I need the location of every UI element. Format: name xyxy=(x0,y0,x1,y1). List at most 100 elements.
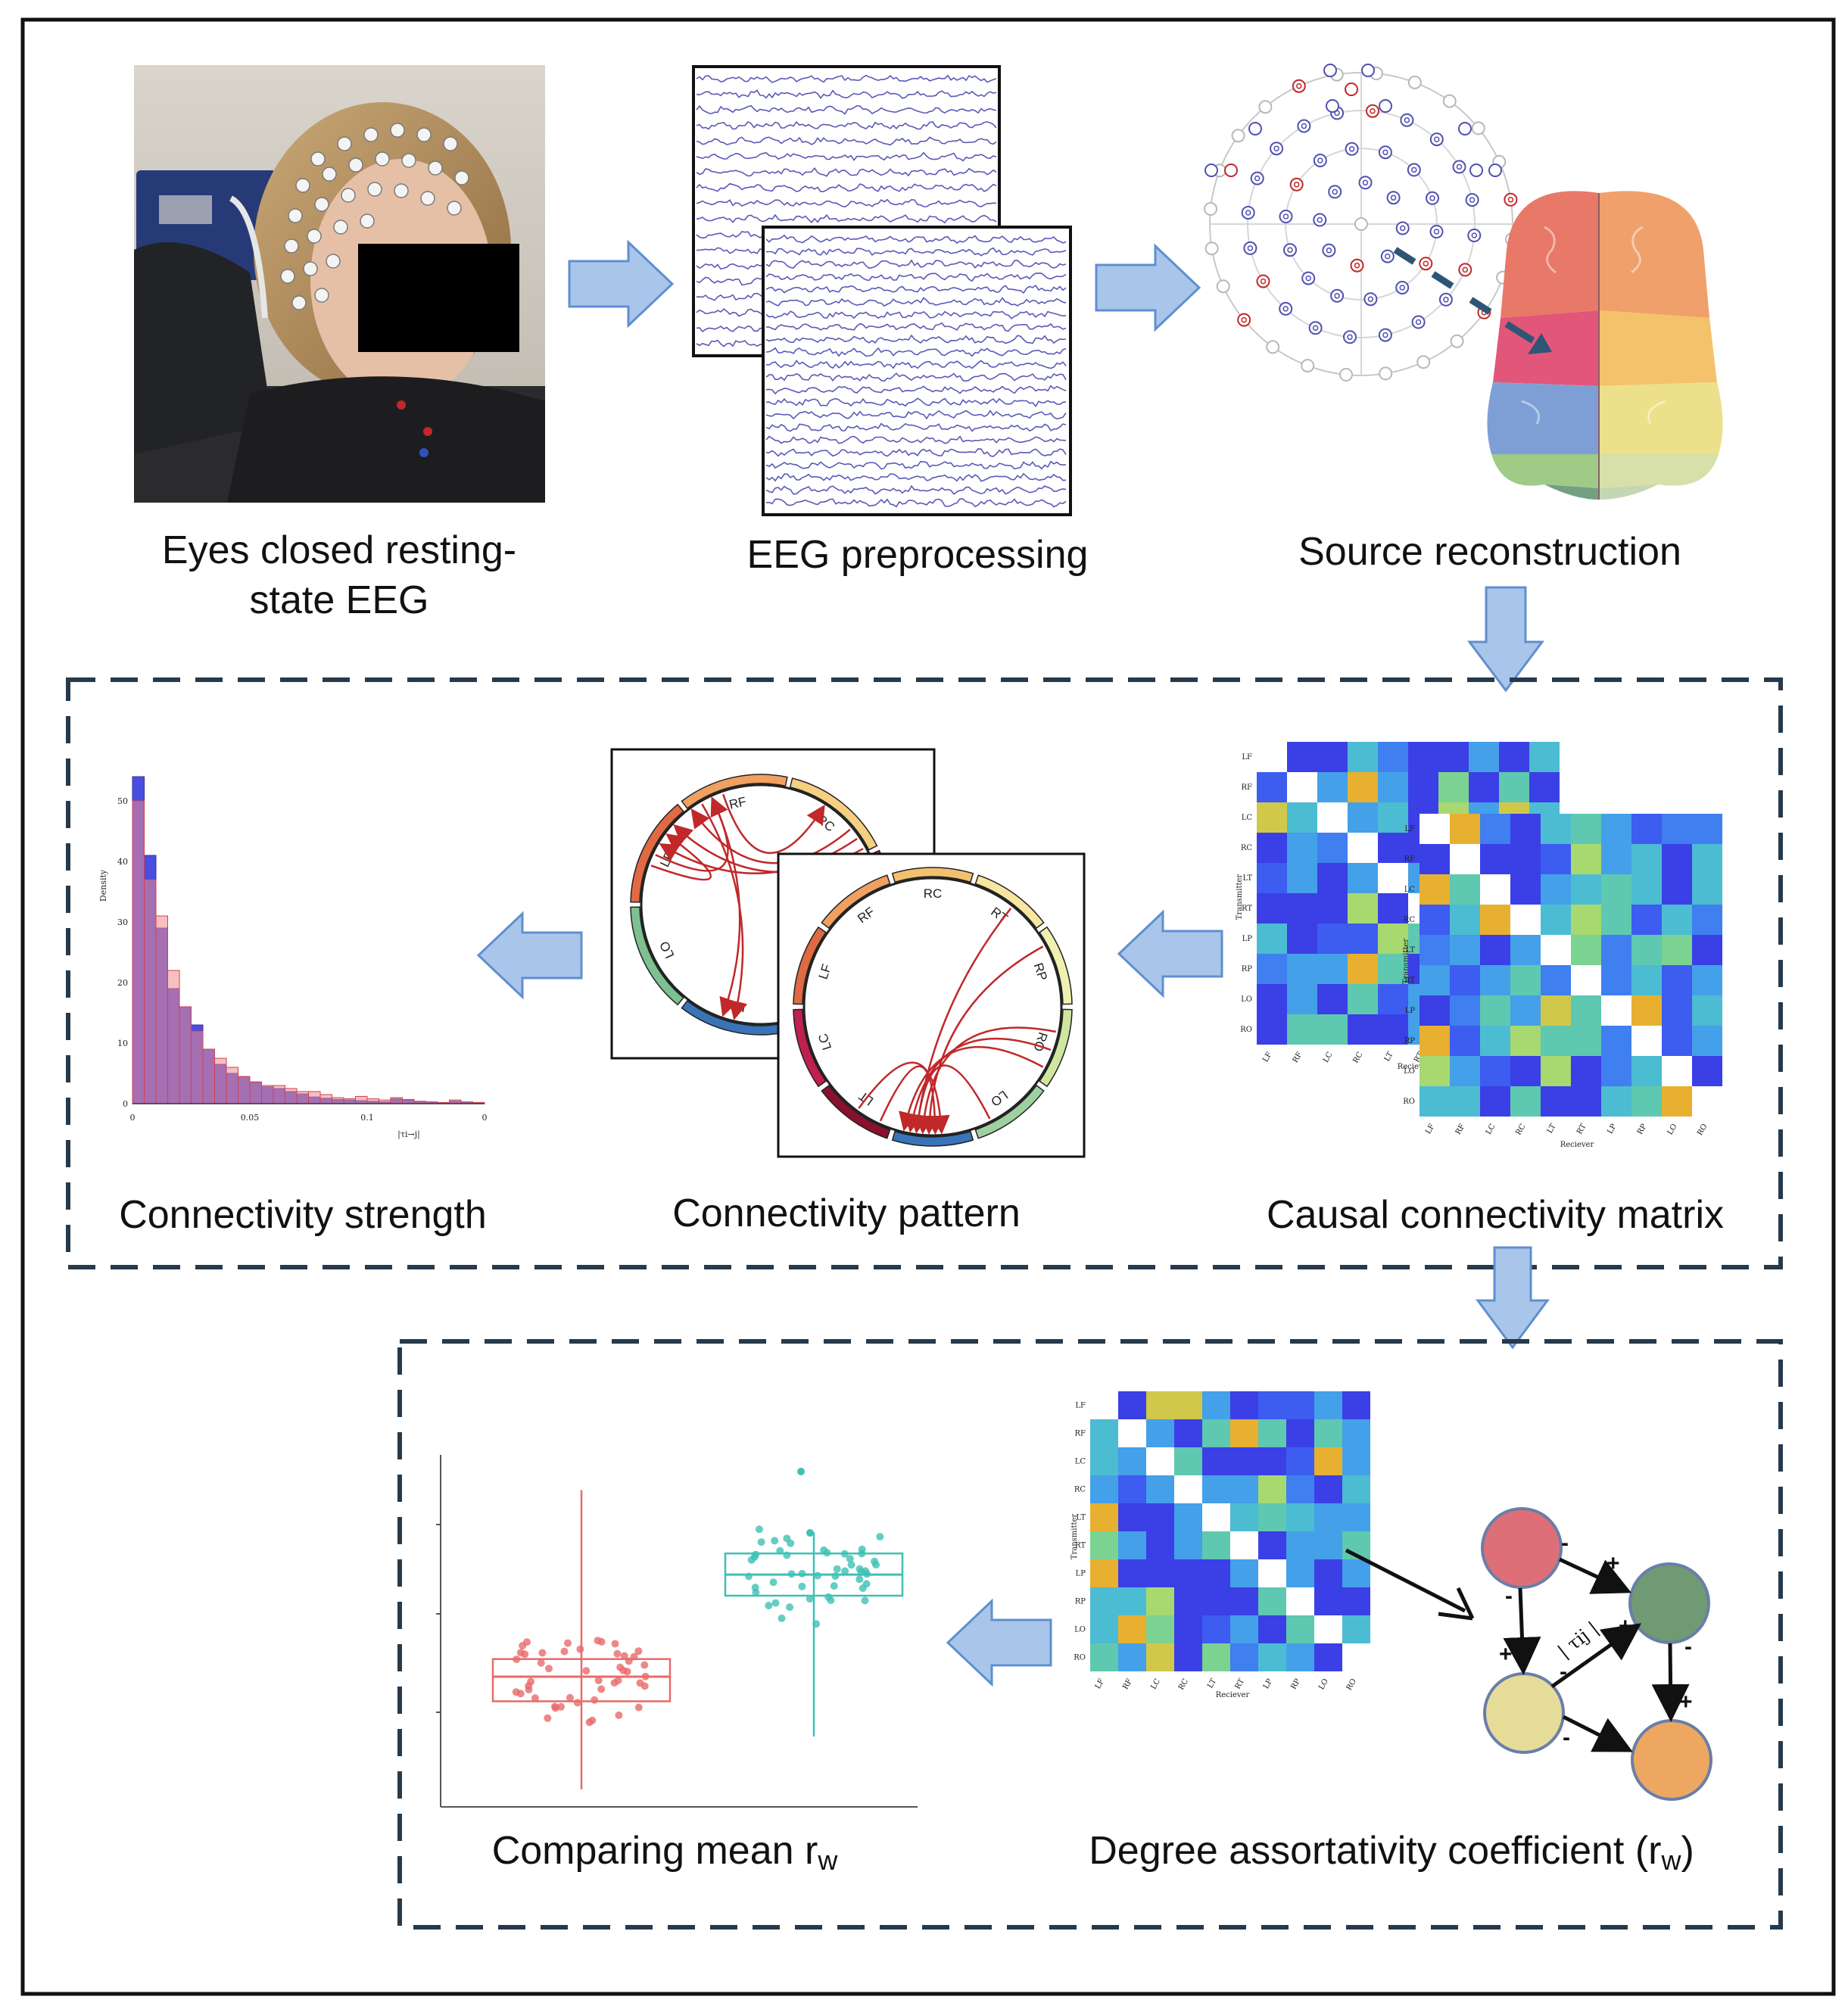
box-point xyxy=(855,1565,864,1573)
label-assortativity: Degree assortativity coefficient (rw) xyxy=(1089,1829,1694,1876)
histogram-bar xyxy=(238,1076,251,1104)
histogram-y-tick: 0 xyxy=(123,1099,128,1109)
histogram-bar xyxy=(226,1067,238,1104)
box-point xyxy=(745,1572,753,1581)
box-point xyxy=(755,1525,763,1534)
matrix-col-label: LO xyxy=(1666,1123,1679,1136)
box-point xyxy=(798,1569,806,1578)
histogram-y-tick: 10 xyxy=(117,1039,128,1048)
histogram-bar xyxy=(355,1095,368,1104)
histogram-bar xyxy=(390,1097,403,1104)
box-point xyxy=(613,1649,622,1658)
chord-region-label: RF xyxy=(728,794,747,812)
histogram-bar xyxy=(261,1085,274,1104)
box-point xyxy=(634,1647,643,1655)
matrix-row-label: LP xyxy=(1076,1570,1086,1578)
box-point xyxy=(757,1538,765,1546)
box-point xyxy=(783,1551,791,1559)
sign-3: - xyxy=(1505,1584,1513,1609)
box-point xyxy=(620,1652,628,1660)
matrix-row-label: RF xyxy=(1075,1430,1086,1438)
matrix-row-label: LT xyxy=(1243,874,1253,883)
node-green xyxy=(1628,1562,1710,1644)
box-point xyxy=(573,1699,581,1707)
histogram-bar xyxy=(343,1098,356,1104)
matrix-col-label: RC xyxy=(1351,1051,1364,1065)
flow-arrow-down-1 xyxy=(1467,586,1544,693)
eeg-participant-photo xyxy=(134,65,545,503)
matrix-row-label: RO xyxy=(1240,1026,1252,1034)
matrix-col-label: LC xyxy=(1322,1051,1335,1064)
matrix-row-label: RT xyxy=(1404,976,1415,985)
box-point xyxy=(531,1694,539,1702)
box-point xyxy=(582,1667,591,1675)
matrix-row-label: RC xyxy=(1074,1486,1086,1494)
matrix-row-label: RT xyxy=(1075,1542,1086,1550)
box-point xyxy=(538,1649,547,1657)
box-point xyxy=(846,1555,854,1563)
weighted-network-diagram: - + - + - + - + - + | τij | xyxy=(1481,1507,1712,1801)
matrix-row-label: RO xyxy=(1403,1098,1415,1106)
matrix-to-network-arrow xyxy=(1345,1548,1466,1613)
matrix-col-label: LT xyxy=(1546,1123,1558,1135)
matrix-row-label: LP xyxy=(1242,935,1253,943)
matrix-row-label: LO xyxy=(1404,1067,1415,1076)
label-comparison: Comparing mean rw xyxy=(492,1829,839,1876)
causal-matrix-front: LFLFRFRFLCLCRCRCLTLTRTRTLPLPRPRPLOLORORO… xyxy=(1402,814,1722,1149)
box-point xyxy=(840,1550,849,1558)
label-eeg-recording-line2: state EEG xyxy=(250,578,429,622)
box-point xyxy=(594,1677,603,1684)
box-point xyxy=(594,1637,602,1645)
histogram-bar xyxy=(144,879,157,1104)
box-point xyxy=(876,1533,884,1541)
histogram-bar xyxy=(155,915,168,1104)
box-point xyxy=(771,1537,779,1545)
matrix-row-label: LF xyxy=(1075,1402,1086,1410)
histogram-y-tick: 30 xyxy=(117,917,128,927)
causal-matrix-single: LFLFRFRFLCLCRCRCLTLTRTRTLPLPRPRPLOLORORO… xyxy=(1070,1391,1370,1699)
sign-10: + xyxy=(1679,1690,1693,1715)
node-orange xyxy=(1631,1719,1712,1801)
matrix-row-label: RF xyxy=(1242,783,1253,792)
box-point xyxy=(619,1666,628,1674)
box-point xyxy=(765,1602,773,1609)
sign-6: + xyxy=(1619,1614,1632,1639)
box-point xyxy=(523,1638,531,1646)
matrix-col-label: RF xyxy=(1454,1123,1467,1136)
sign-8: + xyxy=(1605,1729,1619,1754)
matrix-c-ylabel: Transmitter xyxy=(1070,1514,1079,1560)
histogram-bar xyxy=(191,1030,204,1104)
electrode-montage xyxy=(1204,64,1519,382)
box-point xyxy=(625,1657,633,1665)
matrix-col-label: RO xyxy=(1696,1123,1709,1137)
matrix-row-label: LP xyxy=(1405,1007,1416,1015)
sign-5: - xyxy=(1560,1659,1567,1684)
box-point xyxy=(537,1659,545,1667)
box-point xyxy=(872,1561,880,1569)
matrix-col-label: LC xyxy=(1149,1677,1162,1691)
box-point xyxy=(550,1702,559,1711)
label-source-reconstruction: Source reconstruction xyxy=(1298,530,1681,574)
matrix-row-label: RT xyxy=(1242,905,1252,913)
histogram-bar xyxy=(402,1098,415,1104)
box-point xyxy=(752,1550,760,1559)
box-point xyxy=(771,1599,780,1607)
sign-2: + xyxy=(1606,1551,1620,1576)
matrix-row-label: RP xyxy=(1242,965,1253,973)
flow-arrow-right-1 xyxy=(568,239,675,329)
matrix-row-label: LC xyxy=(1242,814,1253,822)
box-point xyxy=(564,1639,572,1647)
box-point xyxy=(615,1711,623,1719)
box-point xyxy=(786,1603,794,1612)
matrix-row-label: RC xyxy=(1404,916,1416,924)
projection-arrow-head xyxy=(1528,333,1552,354)
label-eeg-recording-line1: Eyes closed resting- xyxy=(162,528,516,572)
box-point xyxy=(544,1714,552,1722)
box-point xyxy=(776,1546,784,1555)
label-causal-matrix: Causal connectivity matrix xyxy=(1267,1193,1724,1237)
matrix-col-label: LO xyxy=(1317,1677,1330,1691)
box-point xyxy=(855,1575,864,1584)
box-point xyxy=(640,1661,649,1669)
